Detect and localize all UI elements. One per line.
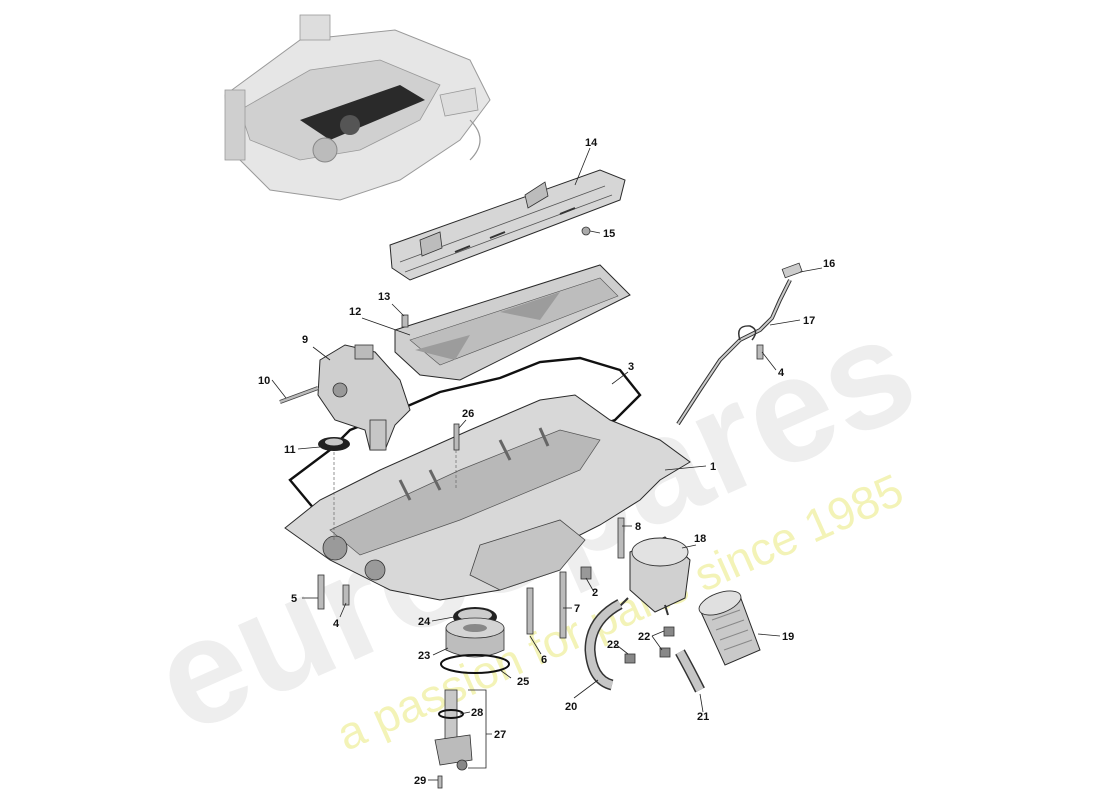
callout-17: 17 bbox=[803, 315, 815, 327]
baffle-plate-part-12 bbox=[394, 264, 631, 381]
callout-21: 21 bbox=[697, 711, 709, 723]
leader-lines bbox=[271, 147, 823, 781]
screw-part-29 bbox=[437, 775, 443, 789]
callout-10: 10 bbox=[258, 375, 270, 387]
callout-4-lower: 4 bbox=[333, 618, 340, 630]
callout-23: 23 bbox=[418, 650, 430, 662]
clip-part-22-right bbox=[659, 647, 671, 658]
clip-part-22-mid bbox=[663, 626, 675, 637]
oil-filter-part-19 bbox=[698, 590, 761, 666]
callout-27: 27 bbox=[494, 729, 506, 741]
oil-pump-part-9 bbox=[317, 344, 411, 451]
oil-level-sensor-part-27 bbox=[434, 689, 473, 771]
callout-labels: 14 15 16 17 4 13 12 9 3 10 26 1 11 8 18 … bbox=[258, 137, 835, 787]
callout-6: 6 bbox=[541, 654, 547, 666]
callout-15: 15 bbox=[603, 228, 615, 240]
o-ring-part-25 bbox=[440, 654, 510, 674]
callout-19: 19 bbox=[782, 631, 794, 643]
seal-ring-part-11 bbox=[318, 437, 350, 451]
dipstick-part-16-17 bbox=[676, 262, 803, 426]
callout-28: 28 bbox=[471, 707, 483, 719]
clip-part-22-left bbox=[624, 653, 636, 664]
callout-14: 14 bbox=[585, 137, 598, 149]
callout-20: 20 bbox=[565, 701, 577, 713]
plug-part-2 bbox=[580, 566, 592, 580]
callout-11: 11 bbox=[284, 444, 296, 456]
oil-cooler-part-18 bbox=[619, 536, 691, 616]
bolt-part-8 bbox=[617, 517, 625, 559]
oil-pan-part-1 bbox=[284, 394, 691, 601]
hose-part-21 bbox=[675, 649, 705, 693]
callout-9: 9 bbox=[302, 334, 308, 346]
o-ring-part-28 bbox=[438, 709, 464, 719]
callout-2: 2 bbox=[592, 587, 598, 599]
bolt-part-6 bbox=[526, 587, 534, 635]
callout-5: 5 bbox=[291, 593, 297, 605]
callout-3: 3 bbox=[628, 361, 634, 373]
nut-part-15 bbox=[581, 226, 591, 236]
callout-1: 1 bbox=[710, 461, 716, 473]
bolt-part-4-lower bbox=[342, 584, 350, 606]
callout-25: 25 bbox=[517, 676, 529, 688]
bolt-part-10 bbox=[279, 386, 319, 404]
callout-7: 7 bbox=[574, 603, 580, 615]
callout-4-upper: 4 bbox=[778, 367, 785, 379]
housing-part-23 bbox=[445, 617, 505, 658]
callout-16: 16 bbox=[823, 258, 835, 270]
engine-thumbnail bbox=[224, 14, 491, 201]
hose-part-20 bbox=[584, 599, 623, 691]
callout-22-right: 22 bbox=[638, 631, 650, 643]
callout-26: 26 bbox=[462, 408, 474, 420]
callout-29: 29 bbox=[414, 775, 426, 787]
baffle-shield-part-14 bbox=[389, 169, 626, 281]
bolt-part-26 bbox=[453, 423, 460, 451]
callout-22-left: 22 bbox=[607, 639, 619, 651]
bolt-part-13 bbox=[401, 314, 409, 328]
callout-18: 18 bbox=[694, 533, 706, 545]
bolt-part-4-upper bbox=[756, 344, 764, 360]
callout-12: 12 bbox=[349, 306, 361, 318]
bolt-part-7 bbox=[559, 571, 567, 639]
callout-13: 13 bbox=[378, 291, 390, 303]
callout-8: 8 bbox=[635, 521, 641, 533]
callout-24: 24 bbox=[418, 616, 431, 628]
bolt-part-5 bbox=[317, 574, 325, 610]
